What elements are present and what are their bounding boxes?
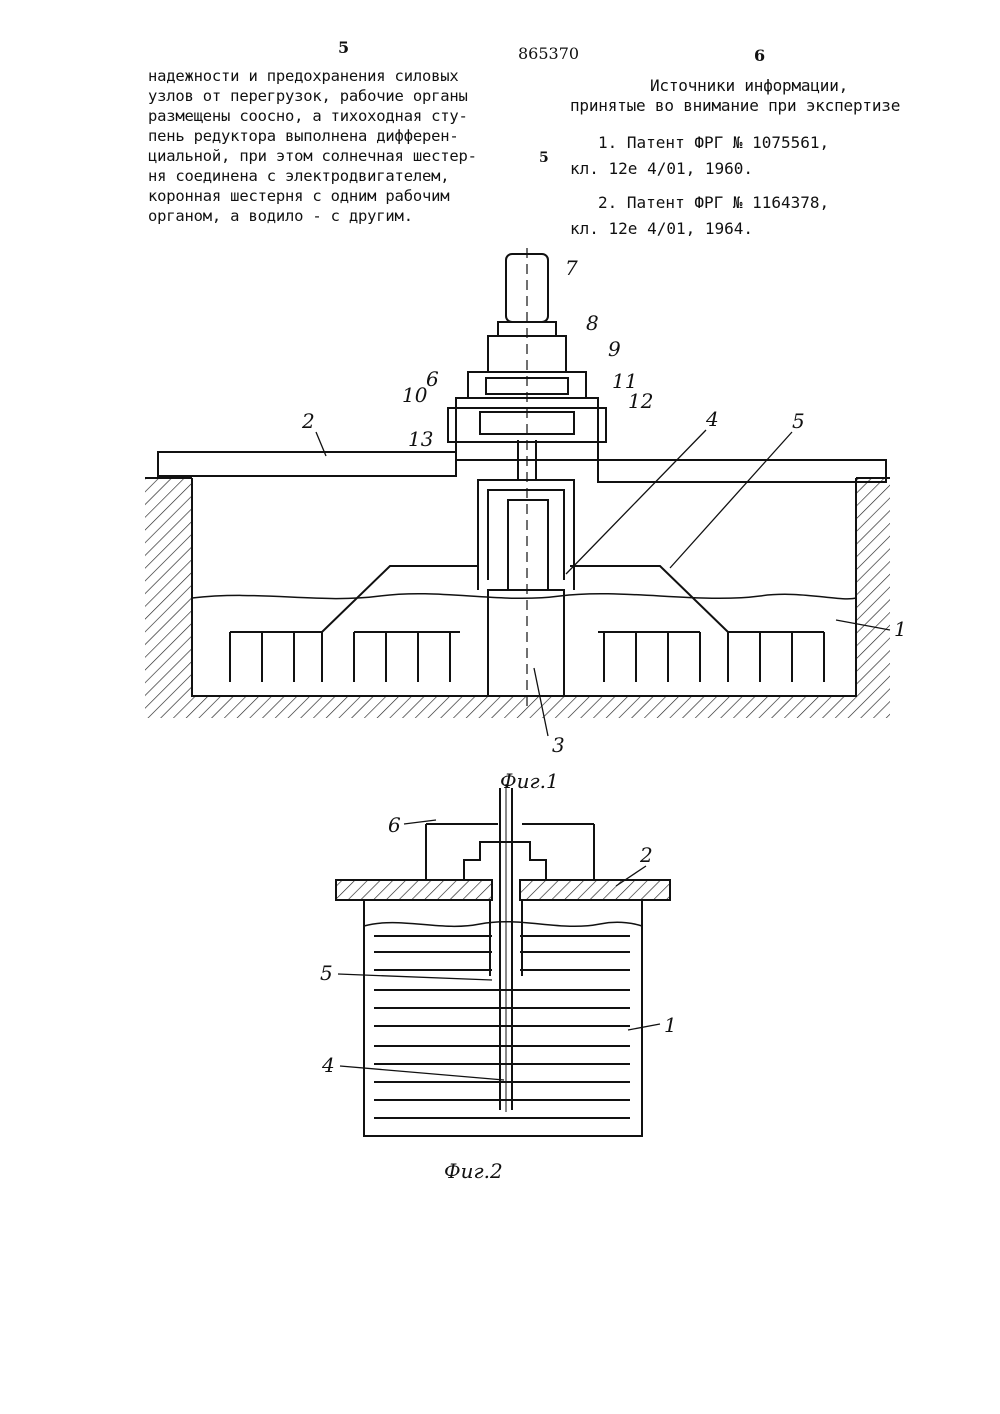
- fig2-label-2: 2: [639, 843, 653, 867]
- fig2-label-4: 4: [321, 1053, 335, 1077]
- label-12: 12: [628, 389, 653, 413]
- figure-1-caption: Фиг.1: [500, 769, 559, 793]
- fig2-label-6: 6: [388, 813, 401, 837]
- label-7: 7: [565, 256, 578, 280]
- label-3: 3: [552, 733, 565, 757]
- label-6: 6: [426, 367, 439, 391]
- label-13: 13: [408, 427, 433, 451]
- fig2-label-1: 1: [664, 1013, 677, 1037]
- fig2-label-5: 5: [320, 961, 333, 985]
- label-10: 10: [402, 383, 428, 407]
- label-8: 8: [586, 311, 599, 335]
- label-4: 4: [705, 407, 719, 431]
- label-9: 9: [608, 337, 621, 361]
- figure-2-caption: Фиг.2: [444, 1159, 503, 1183]
- label-2: 2: [301, 409, 315, 433]
- label-5: 5: [792, 409, 805, 433]
- label-1: 1: [894, 617, 907, 641]
